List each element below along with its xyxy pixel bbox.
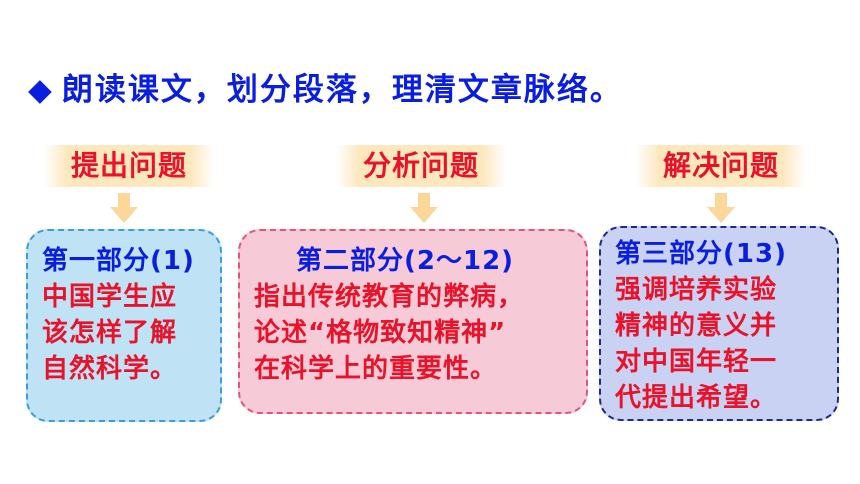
diamond-bullet-icon: ◆ bbox=[28, 72, 54, 108]
section-line: 对中国年轻一 bbox=[615, 347, 778, 377]
slide-title: ◆朗读课文，划分段落，理清文章脉络。 bbox=[28, 64, 623, 109]
section-body: 中国学生应 该怎样了解 自然科学。 bbox=[42, 279, 210, 387]
section-heading: 第一部分(1) bbox=[42, 246, 195, 276]
down-arrow-icon bbox=[110, 193, 138, 223]
section-body: 强调培养实验 精神的意义并 对中国年轻一 代提出希望。 bbox=[615, 272, 827, 416]
section-box-part-one: 第一部分(1) 中国学生应 该怎样了解 自然科学。 bbox=[26, 229, 222, 422]
section-box-part-two: 第二部分(2～12) 指出传统教育的弊病， 论述“格物致知精神” 在科学上的重要… bbox=[238, 229, 588, 414]
section-line: 中国学生应 bbox=[42, 282, 178, 312]
section-box-part-three: 第三部分(13) 强调培养实验 精神的意义并 对中国年轻一 代提出希望。 bbox=[599, 226, 839, 421]
section-heading: 第二部分(2～12) bbox=[296, 246, 515, 276]
section-line: 精神的意义并 bbox=[615, 311, 778, 341]
slide-title-text: 朗读课文，划分段落，理清文章脉络。 bbox=[61, 72, 623, 108]
section-body: 指出传统教育的弊病， 论述“格物致知精神” 在科学上的重要性。 bbox=[254, 279, 576, 387]
section-line: 强调培养实验 bbox=[615, 275, 778, 305]
section-line: 在科学上的重要性。 bbox=[254, 354, 498, 384]
section-line: 指出传统教育的弊病， bbox=[254, 282, 525, 312]
down-arrow-icon bbox=[707, 193, 735, 223]
section-line: 自然科学。 bbox=[42, 354, 178, 384]
section-line: 该怎样了解 bbox=[42, 318, 178, 348]
down-arrow-icon bbox=[410, 193, 438, 223]
label-solve-question: 解决问题 bbox=[636, 145, 806, 187]
section-line: 代提出希望。 bbox=[615, 383, 778, 413]
label-analyze-question: 分析问题 bbox=[336, 145, 506, 187]
label-raise-question: 提出问题 bbox=[44, 145, 214, 187]
section-line: 论述“格物致知精神” bbox=[254, 318, 507, 348]
section-heading: 第三部分(13) bbox=[615, 239, 787, 269]
